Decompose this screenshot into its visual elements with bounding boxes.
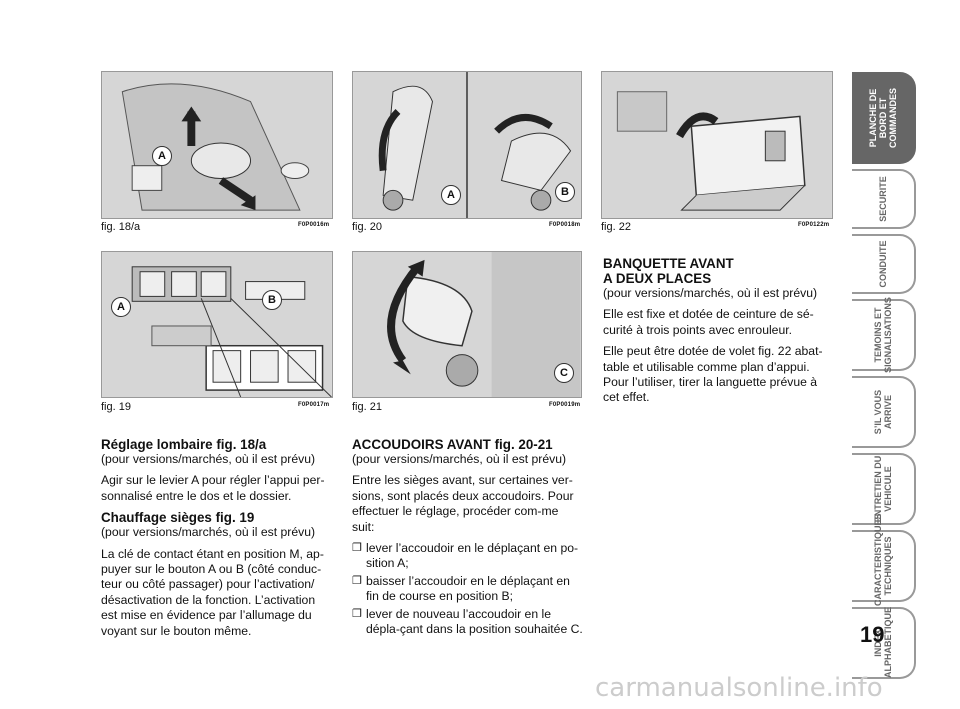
tab-sil-vous-arrive[interactable]: S’IL VOUS ARRIVE xyxy=(852,376,916,448)
armrest-step-3: lever de nouveau l’accoudoir en le dépla… xyxy=(352,607,584,638)
armrest-paragraph: Entre les sièges avant, sur certaines ve… xyxy=(352,473,574,534)
armrest-subheading: (pour versions/marchés, où il est prévu) xyxy=(352,452,567,466)
armrest-step-1: lever l’accoudoir en le déplaçant en po-… xyxy=(352,541,584,572)
fig-22-code: F0P0122m xyxy=(798,222,830,228)
label-b-marker: B xyxy=(262,290,282,310)
armrest-heading: ACCOUDOIRS AVANT fig. 20-21 xyxy=(352,437,553,452)
fig-22-caption: fig. 22 xyxy=(601,221,631,233)
fig-18a-caption: fig. 18/a xyxy=(101,221,141,233)
bench-paragraph-1: Elle est fixe et dotée de ceinture de sé… xyxy=(603,307,814,337)
front-bench-flap-illustration xyxy=(602,72,832,218)
figure-21: C xyxy=(352,251,582,398)
figure-22 xyxy=(601,71,833,219)
label-c-marker: C xyxy=(554,363,574,383)
tab-conduite[interactable]: CONDUITE xyxy=(852,234,916,294)
lumbar-paragraph: Agir sur le levier A pour régler l’appui… xyxy=(101,473,325,503)
tab-securite[interactable]: SECURITE xyxy=(852,169,916,229)
heating-paragraph: La clé de contact étant en position M, a… xyxy=(101,546,324,638)
text-column-1: Réglage lombaire fig. 18/a (pour version… xyxy=(101,437,333,645)
tab-planche-de-bord[interactable]: PLANCHE DE BORD ET COMMANDES xyxy=(852,72,916,164)
fig-20-caption: fig. 20 xyxy=(352,221,382,233)
heated-seat-buttons-illustration xyxy=(102,252,332,397)
text-column-3: BANQUETTE AVANT A DEUX PLACES (pour vers… xyxy=(603,256,835,412)
figure-19: A B xyxy=(101,251,333,398)
fig-19-code: F0P0017m xyxy=(298,402,330,408)
seat-lumbar-illustration xyxy=(102,72,332,218)
label-a-marker: A xyxy=(441,185,461,205)
heating-heading: Chauffage sièges fig. 19 xyxy=(101,510,255,526)
figure-20: A B xyxy=(352,71,582,219)
watermark: carmanualsonline.info xyxy=(595,673,883,703)
page-number: 19 xyxy=(860,622,885,647)
bench-heading-line1: BANQUETTE AVANT xyxy=(603,256,734,271)
bench-paragraph-2: Elle peut être dotée de volet fig. 22 ab… xyxy=(603,344,823,405)
fig-20-code: F0P0018m xyxy=(549,222,581,228)
tab-index[interactable]: INDEX ALPHABETIQUE xyxy=(852,607,916,679)
label-a-marker: A xyxy=(152,146,172,166)
heating-subheading: (pour versions/marchés, où il est prévu) xyxy=(101,525,316,540)
fig-21-code: F0P0019m xyxy=(549,402,581,408)
bench-subheading: (pour versions/marchés, où il est prévu) xyxy=(603,286,818,300)
tab-temoins[interactable]: TEMOINS ET SIGNALISATIONS xyxy=(852,297,916,373)
armrest-step-2: baisser l’accoudoir en le déplaçant en f… xyxy=(352,574,584,605)
label-b-marker: B xyxy=(555,182,575,202)
armrest-adjust-illustration xyxy=(353,252,581,397)
fig-21-caption: fig. 21 xyxy=(352,401,382,413)
bench-heading-line2: A DEUX PLACES xyxy=(603,271,712,286)
figure-18a: A xyxy=(101,71,333,219)
label-a-marker: A xyxy=(111,297,131,317)
armrest-steps: lever l’accoudoir en le déplaçant en po-… xyxy=(352,541,584,637)
tab-caracteristiques[interactable]: CARACTERISTIQUES TECHNIQUES xyxy=(852,513,916,606)
lumbar-heading: Réglage lombaire fig. 18/a xyxy=(101,437,267,452)
lumbar-subheading: (pour versions/marchés, où il est prévu) xyxy=(101,452,316,466)
armrest-raise-illustration xyxy=(353,72,581,218)
tab-entretien[interactable]: ENTRETIEN DU VEHICULE xyxy=(852,453,916,525)
fig-18a-code: F0P0016m xyxy=(298,222,330,228)
fig-19-caption: fig. 19 xyxy=(101,401,131,413)
text-column-2: ACCOUDOIRS AVANT fig. 20-21 (pour versio… xyxy=(352,437,584,639)
